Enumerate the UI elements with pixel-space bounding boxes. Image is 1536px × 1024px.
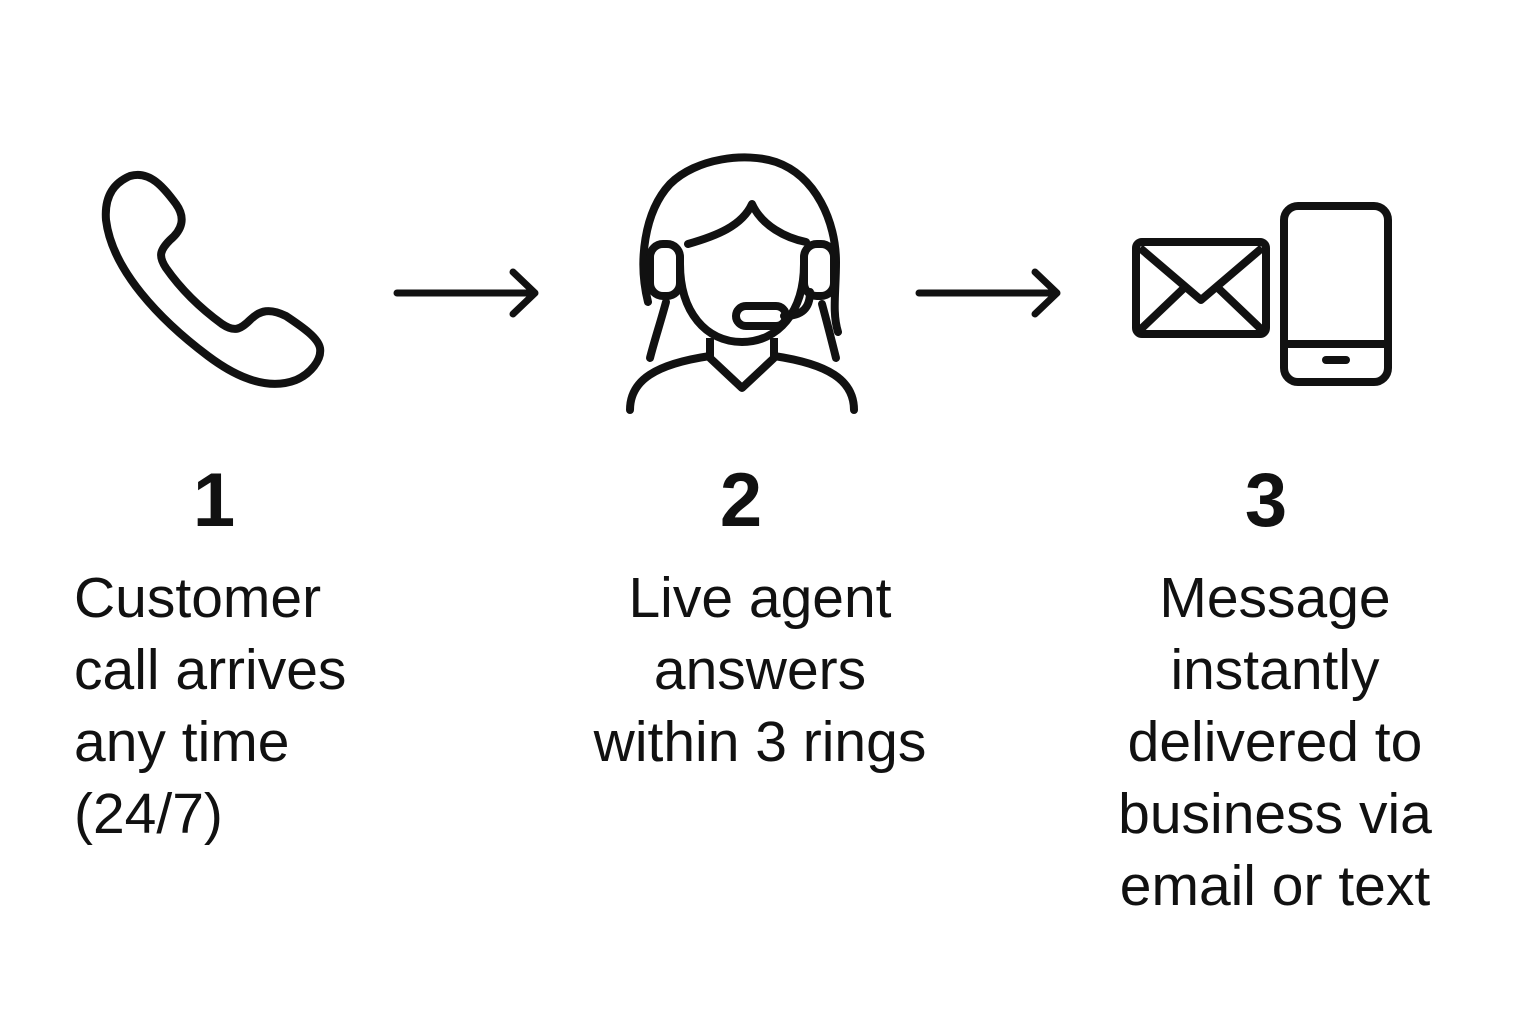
headset-agent-icon bbox=[626, 152, 861, 417]
step-3-line: Message bbox=[1159, 566, 1391, 630]
step-1-line: any time bbox=[74, 710, 290, 774]
smartphone-icon bbox=[1280, 202, 1392, 386]
step-3-line: email or text bbox=[1119, 854, 1431, 918]
step-1-line: call arrives bbox=[74, 638, 347, 702]
arrow-right-icon bbox=[915, 268, 1062, 318]
step-2-line: answers bbox=[653, 638, 867, 702]
step-2-line: Live agent bbox=[628, 566, 892, 630]
step-1-line: Customer bbox=[74, 566, 322, 630]
step-1-line: (24/7) bbox=[74, 782, 223, 846]
step-number-2: 2 bbox=[719, 458, 763, 543]
arrow-right-icon bbox=[393, 268, 540, 318]
step-2-line: within 3 rings bbox=[593, 710, 927, 774]
envelope-and-phone-icon bbox=[1132, 202, 1394, 388]
step-3-description: Message instantly delivered to business … bbox=[1090, 562, 1460, 922]
envelope-icon bbox=[1132, 238, 1270, 338]
step-2-description: Live agent answers within 3 rings bbox=[560, 562, 960, 778]
step-number-1: 1 bbox=[192, 458, 236, 543]
phone-handset-icon bbox=[90, 160, 340, 400]
step-3-line: business via bbox=[1118, 782, 1432, 846]
step-3-line: delivered to bbox=[1127, 710, 1423, 774]
step-1-description: Customer call arrives any time (24/7) bbox=[74, 562, 346, 850]
step-number-3: 3 bbox=[1244, 458, 1288, 543]
step-3-line: instantly bbox=[1170, 638, 1380, 702]
